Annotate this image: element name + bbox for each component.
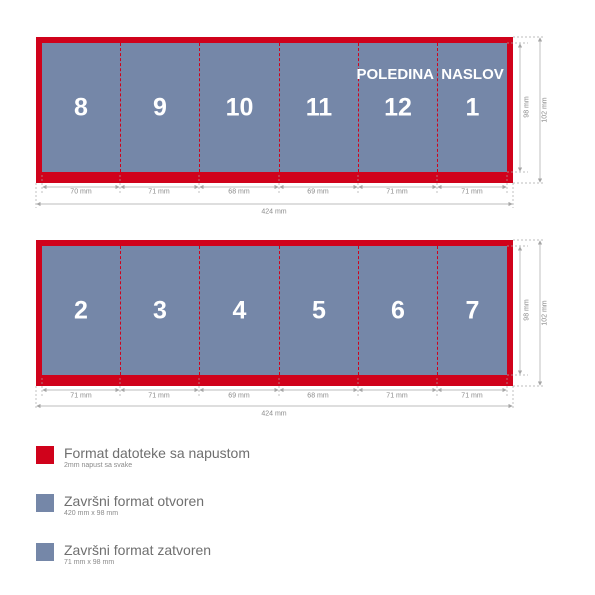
- legend-subtitle: 420 mm x 98 mm: [64, 510, 119, 517]
- panel-number: 10: [225, 93, 254, 121]
- legend-swatch-blue: [36, 494, 54, 512]
- panel-number: 3: [153, 296, 167, 324]
- top-sheet-bleed-area: 8 9 10 11 POLEDINA 12 NASLOV 1: [36, 37, 513, 183]
- panel: 10: [199, 43, 279, 172]
- total-width-label: 424 mm: [259, 208, 289, 216]
- legend-title: Format datoteke sa napustom: [64, 445, 250, 461]
- bleed-height-label: 102 mm: [541, 95, 549, 125]
- panel-number: 9: [153, 93, 167, 121]
- panel-width-label: 68 mm: [305, 392, 331, 400]
- panel-width-label: 70 mm: [68, 188, 94, 196]
- panel-number: 1: [465, 93, 480, 121]
- top-sheet-trim-area: 8 9 10 11 POLEDINA 12 NASLOV 1: [42, 43, 507, 172]
- panel-width-label: 71 mm: [384, 188, 410, 196]
- panel: 2: [42, 246, 120, 375]
- trim-height-label: 98 mm: [523, 297, 531, 323]
- trim-height-label: 98 mm: [523, 94, 531, 120]
- panel-width-label: 71 mm: [146, 392, 172, 400]
- legend-swatch-red: [36, 446, 54, 464]
- bottom-sheet-bleed-area: 2 3 4 5 6 7: [36, 240, 513, 386]
- legend-subtitle: 2mm napust sa svake: [64, 462, 133, 469]
- legend-title: Završni format zatvoren: [64, 542, 212, 558]
- panel-front-cover: NASLOV 1: [437, 43, 507, 172]
- legend-swatch-blue: [36, 543, 54, 561]
- panel: 3: [120, 246, 199, 375]
- panel-number: 6: [391, 296, 405, 324]
- panel: 4: [199, 246, 279, 375]
- panel: 5: [279, 246, 358, 375]
- bleed-height-label: 102 mm: [541, 298, 549, 328]
- panel-back-cover: POLEDINA 12: [356, 43, 437, 172]
- panel: 8: [42, 43, 120, 172]
- panel: 6: [358, 246, 437, 375]
- bottom-sheet-trim-area: 2 3 4 5 6 7: [42, 246, 507, 375]
- panel-width-label: 71 mm: [459, 188, 485, 196]
- panel-width-label: 68 mm: [226, 188, 252, 196]
- panel-number: 11: [305, 93, 333, 121]
- total-width-label: 424 mm: [259, 410, 289, 418]
- panel-width-label: 69 mm: [305, 188, 331, 196]
- panel-number: 2: [74, 296, 88, 324]
- panel-width-label: 71 mm: [384, 392, 410, 400]
- panel-label-poledina: POLEDINA: [356, 66, 434, 83]
- panel-width-label: 71 mm: [68, 392, 94, 400]
- panel-number: 8: [74, 93, 88, 121]
- panel: 11: [279, 43, 358, 172]
- panel-width-label: 71 mm: [459, 392, 485, 400]
- panel-number: 12: [384, 93, 412, 121]
- legend-subtitle: 71 mm x 98 mm: [64, 559, 115, 566]
- panel-label-naslov: NASLOV: [441, 66, 504, 83]
- panel-number: 5: [312, 296, 326, 324]
- panel-width-label: 71 mm: [146, 188, 172, 196]
- panel: 9: [120, 43, 199, 172]
- panel: 7: [437, 246, 507, 375]
- panel-number: 4: [232, 296, 247, 324]
- legend-title: Završni format otvoren: [64, 493, 205, 509]
- panel-width-label: 69 mm: [226, 392, 252, 400]
- panel-number: 7: [465, 296, 480, 324]
